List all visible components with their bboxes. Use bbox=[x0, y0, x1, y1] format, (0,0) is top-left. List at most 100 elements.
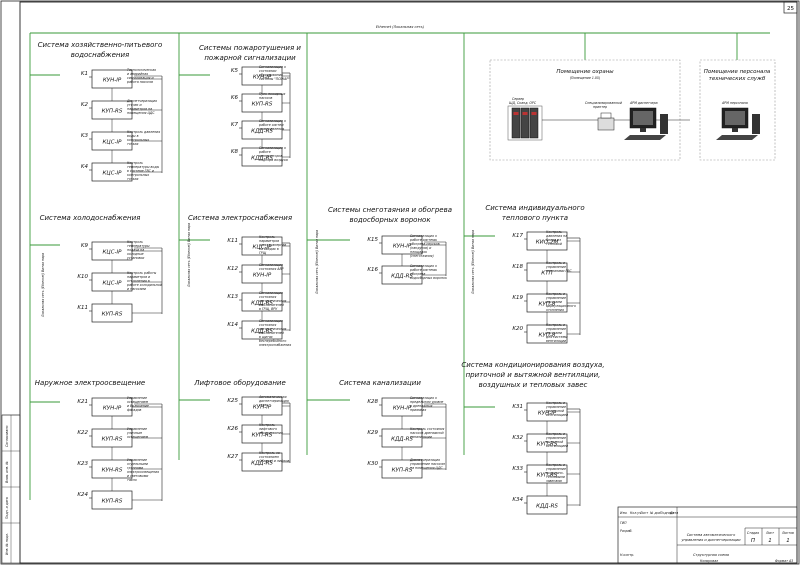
device-note: вентиляцией bbox=[546, 413, 568, 417]
group-sewer: Система канализацииK28КУН-IPСигнализация… bbox=[339, 379, 447, 479]
device-note: Сигнализация о bbox=[259, 146, 286, 150]
device-note: управление bbox=[545, 436, 566, 440]
device-note: диспетчеризация bbox=[258, 399, 289, 403]
server-unit bbox=[529, 107, 539, 139]
device-note: Контроль и bbox=[546, 292, 565, 296]
device-note: воды в bbox=[127, 134, 139, 138]
device-note: вентиляции bbox=[546, 339, 566, 343]
stamp-sheet: 1 bbox=[768, 538, 772, 544]
device-note: температуры воды bbox=[127, 165, 160, 169]
device-note: выключателей bbox=[259, 303, 284, 307]
device-type: КДД-RS bbox=[251, 301, 273, 307]
group-water: Система хозяйственно-питьевоговодоснабже… bbox=[38, 41, 162, 182]
device-note: Сигнализация о bbox=[410, 264, 437, 268]
device-type: КДД-RS bbox=[391, 437, 413, 443]
device-note: и световыми bbox=[127, 474, 148, 478]
stamp-head-col: Кол.уч bbox=[630, 511, 641, 515]
stamp-frame bbox=[617, 506, 798, 564]
device-id: K29 bbox=[367, 430, 378, 436]
security-room-subtitle: (Помещение 1.05) bbox=[570, 76, 600, 80]
monitor-screen bbox=[633, 111, 653, 125]
device-id: K13 bbox=[227, 294, 238, 300]
device-note: помещения ЦДС bbox=[127, 111, 155, 115]
device-note: Технологическая bbox=[127, 68, 156, 72]
staff-room-title: Помещение персонала bbox=[704, 69, 771, 75]
device-note: Сигнализация о bbox=[259, 119, 286, 123]
server-led bbox=[522, 112, 528, 115]
group-title: Системы пожаротушения и bbox=[199, 44, 301, 52]
device-note: и аварийная bbox=[127, 72, 148, 76]
device-note: Сигнализация bbox=[259, 263, 283, 267]
device-note: Автоматическая bbox=[258, 395, 287, 399]
device-note: Сигнализация о bbox=[259, 65, 286, 69]
device-id: K11 bbox=[77, 305, 88, 311]
device-note: уличным bbox=[126, 431, 142, 435]
pc-case bbox=[752, 114, 760, 134]
device-id: K7 bbox=[231, 122, 239, 128]
device-id: K15 bbox=[367, 237, 378, 243]
device-note: Сигнализация о bbox=[410, 396, 437, 400]
keyboard bbox=[716, 135, 758, 140]
left-strip-label: Подп. и дата bbox=[5, 497, 9, 519]
group-title: воздушных и тепловых завес bbox=[479, 381, 588, 389]
device-id: K2 bbox=[81, 102, 89, 108]
device-note: точках bbox=[127, 142, 139, 146]
device-type: КУН-IP bbox=[393, 406, 412, 412]
device-type: КДД-RS bbox=[251, 461, 273, 467]
device-note: лифтового bbox=[258, 427, 277, 431]
left-strip-label: Согласовано bbox=[5, 426, 9, 447]
device-id: K9 bbox=[81, 243, 89, 249]
stamp-sheet-title: Структурная схема bbox=[693, 553, 729, 557]
device-id: K16 bbox=[367, 267, 378, 273]
device-note: параметров и bbox=[127, 275, 150, 279]
device-note: вентиляцией bbox=[546, 444, 568, 448]
device-type: КДД-RS bbox=[391, 274, 413, 280]
device-note: управление насосом bbox=[409, 462, 445, 466]
device-note: управление bbox=[545, 296, 566, 300]
device-note: давления на bbox=[545, 234, 567, 238]
device-note: контрольных bbox=[127, 173, 149, 177]
device-id: K34 bbox=[512, 497, 523, 503]
device-type: КДД-RS bbox=[251, 156, 273, 162]
device-note: фасадов bbox=[127, 408, 142, 412]
device-note: системы "ПОЖАР" bbox=[259, 77, 290, 81]
device-type: КУН-RS bbox=[102, 468, 123, 474]
device-note: Диспетчеризация bbox=[126, 99, 157, 103]
pc-case bbox=[660, 114, 668, 134]
network-lines bbox=[29, 32, 770, 500]
device-type: КДД-RS bbox=[536, 504, 558, 510]
device-note: Контроль за bbox=[259, 451, 280, 455]
device-id: K22 bbox=[77, 430, 88, 436]
device-type: КУП-RS bbox=[537, 442, 558, 448]
device-type: КУП-RS bbox=[252, 102, 273, 108]
device-note: отопления bbox=[546, 308, 564, 312]
device-type: КЦС-IP bbox=[253, 245, 273, 251]
device-note: состоянии bbox=[259, 69, 276, 73]
device-note: состояния bbox=[259, 295, 276, 299]
monitor-screen bbox=[725, 111, 745, 125]
staff-room-title: технических служб bbox=[709, 76, 766, 82]
device-type: КУН-IP bbox=[253, 405, 272, 411]
device-note: приямках bbox=[410, 408, 426, 412]
device-note: Сигнализация bbox=[259, 319, 283, 323]
group-power: Система электроснабженияK11КЦС-IPКонтрол… bbox=[188, 214, 292, 347]
device-type: КТП bbox=[541, 271, 552, 277]
stamp-stage-label: Стадия bbox=[747, 531, 759, 535]
device-type: КЦС-IP bbox=[103, 250, 123, 256]
device-note: температуры bbox=[127, 244, 150, 248]
device-note: бесперебойного bbox=[259, 339, 286, 343]
device-note: связь bbox=[259, 403, 268, 407]
server-unit bbox=[511, 107, 521, 139]
device-id: K27 bbox=[227, 454, 238, 460]
server-label: ЩД, Сканд. ОРС bbox=[509, 101, 537, 105]
printer-paper bbox=[600, 112, 612, 119]
device-type: КДД-RS bbox=[251, 329, 273, 335]
device-id: K21 bbox=[77, 399, 88, 405]
device-note: Сигнализация bbox=[259, 291, 283, 295]
left-strip-label: Взам. инв. № bbox=[5, 461, 9, 483]
device-id: K11 bbox=[227, 238, 238, 244]
device-note: работе системы bbox=[409, 238, 438, 242]
device-id: K33 bbox=[512, 466, 523, 472]
device-note: оборудования bbox=[259, 73, 283, 77]
